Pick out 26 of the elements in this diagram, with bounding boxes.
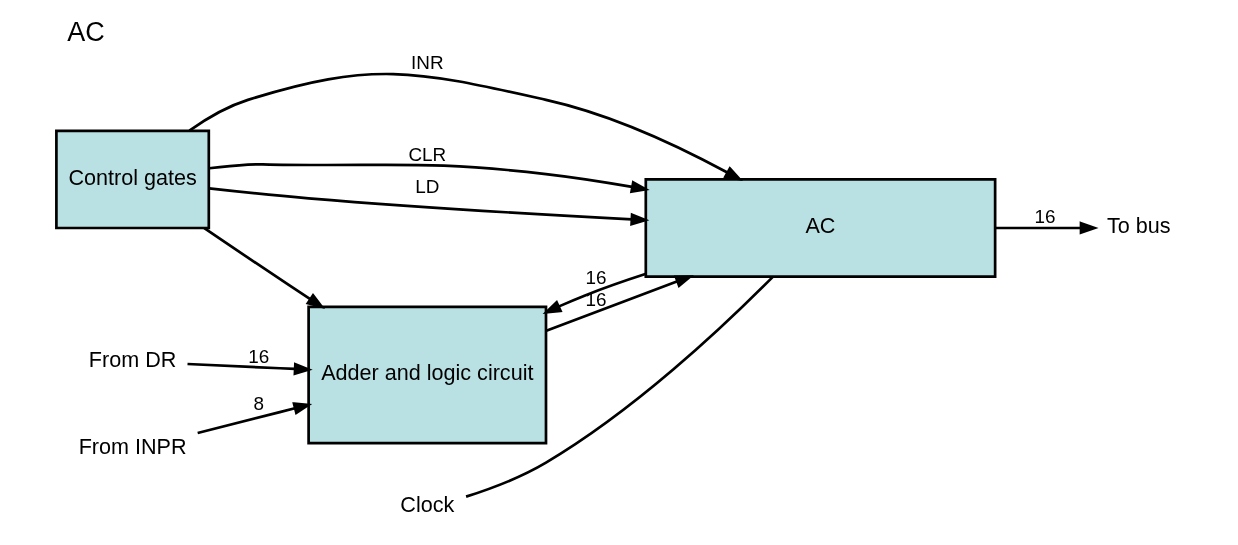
arrow (186, 362, 313, 376)
diagram-title: AC (66, 16, 105, 47)
node-text: From DR (88, 346, 176, 372)
connector (465, 275, 774, 498)
arrow (188, 72, 743, 182)
edge-label: INR (410, 52, 444, 74)
node-box: AC (643, 178, 996, 278)
arrow (545, 275, 694, 332)
node-text: From INPR (78, 434, 187, 460)
node-text: Clock (399, 492, 454, 518)
arrow (208, 162, 650, 194)
arrow (196, 402, 312, 435)
node-box: Control gates (54, 129, 210, 230)
edge-label: 16 (247, 346, 269, 368)
edge-label: LD (414, 176, 439, 198)
arrow (542, 272, 646, 314)
edge-label: 16 (584, 289, 606, 311)
edge-label: 16 (584, 266, 606, 288)
arrow (203, 226, 325, 310)
node-text: To bus (1106, 213, 1171, 239)
edge-label: CLR (407, 143, 446, 165)
edge-label: 8 (252, 393, 264, 415)
node-box: Adder and logic circuit (306, 305, 547, 445)
arrow (208, 187, 649, 226)
arrow (994, 221, 1099, 235)
edge-label: 16 (1034, 205, 1056, 227)
